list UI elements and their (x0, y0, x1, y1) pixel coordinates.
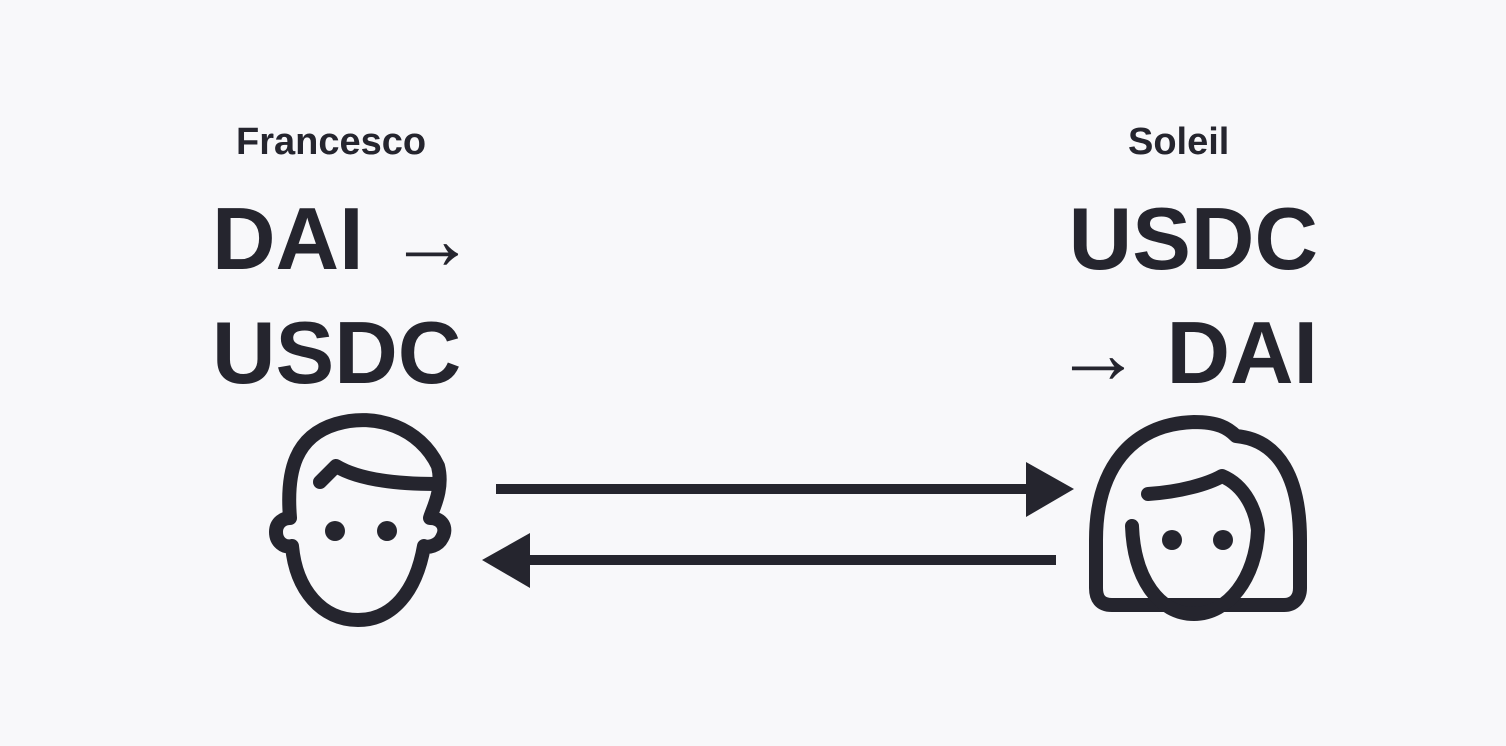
right-swap-text: USDC → DAI (1000, 182, 1318, 410)
right-swap-line-1: USDC (1068, 189, 1318, 288)
arrow-left-icon (482, 533, 1056, 588)
right-person-name: Soleil (1128, 121, 1230, 163)
woman-right-eye (1213, 530, 1233, 550)
left-swap-line-1: DAI → (212, 189, 476, 288)
left-person-name: Francesco (236, 121, 427, 163)
man-right-eye (377, 521, 397, 541)
woman-left-eye (1162, 530, 1182, 550)
left-swap-text: DAI → USDC (212, 182, 476, 410)
woman-face-icon (1089, 415, 1307, 621)
left-swap-line-2: USDC (212, 303, 462, 402)
man-face-icon (269, 413, 452, 627)
right-swap-line-2: → DAI (1054, 303, 1318, 402)
arrow-right-icon (496, 462, 1074, 517)
man-left-eye (325, 521, 345, 541)
